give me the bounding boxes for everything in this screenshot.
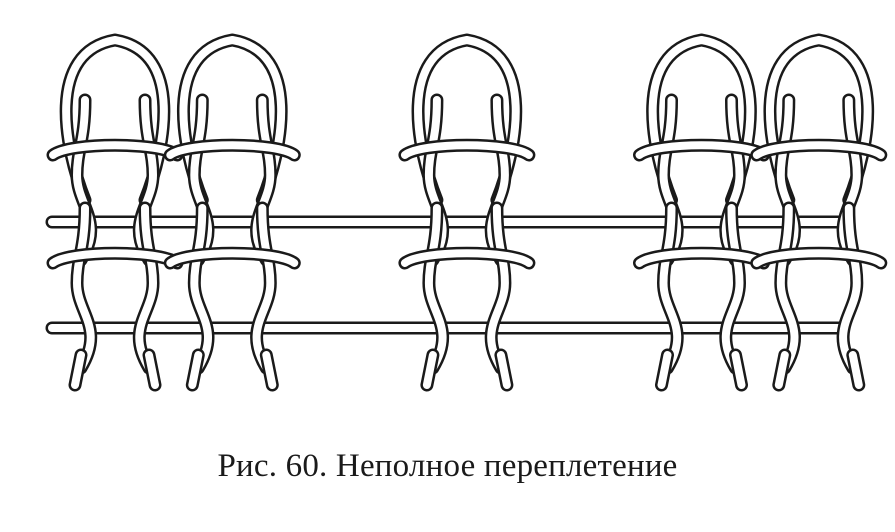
sinker-arc [750, 138, 888, 162]
yarn-end-left [68, 348, 88, 392]
figure-caption: Рис. 60. Неполное переплетение [217, 448, 678, 484]
stitch-left-leg [70, 201, 98, 375]
yarn-end-left [772, 348, 792, 392]
stitch-right-leg [250, 93, 277, 267]
yarn-end-left [185, 348, 205, 392]
stitch-left-leg [70, 93, 98, 267]
stitch-left-leg [187, 93, 215, 267]
stitch-left-leg [187, 201, 215, 375]
yarn-end-right [846, 348, 866, 392]
stitch-left-leg [657, 93, 684, 267]
stitch-left-leg [657, 201, 684, 375]
sinker-arc [163, 138, 301, 162]
stitch-right-leg [484, 201, 512, 375]
knit-diagram [45, 33, 888, 392]
stitch-right-leg [484, 93, 512, 267]
sinker-arc [163, 246, 301, 270]
yarn-end-left [655, 348, 674, 392]
stitch-left-leg [422, 93, 450, 267]
stitch-right-leg [719, 93, 746, 267]
stitch-left-leg [422, 201, 450, 375]
yarn-end-left [420, 348, 440, 392]
stitch-right-leg [132, 201, 160, 375]
sinker-arc [398, 138, 536, 162]
stitch-right-leg [719, 201, 746, 375]
stitch-right-leg [836, 93, 864, 267]
yarn-end-right [494, 348, 514, 392]
sinker-arc [46, 138, 184, 162]
sinker-arc [633, 246, 770, 270]
stitch-left-leg [774, 93, 801, 267]
yarn-end-right [729, 348, 748, 392]
yarn-end-right [142, 348, 162, 392]
sinker-arc [750, 246, 888, 270]
stitch-right-leg [836, 201, 864, 375]
stitch-right-leg [250, 201, 277, 375]
sinker-arc [398, 246, 536, 270]
yarn-end-right [259, 348, 279, 392]
sinker-arc [633, 138, 770, 162]
stitch-left-leg [774, 201, 801, 375]
sinker-arc [46, 246, 184, 270]
stitch-right-leg [132, 93, 160, 267]
